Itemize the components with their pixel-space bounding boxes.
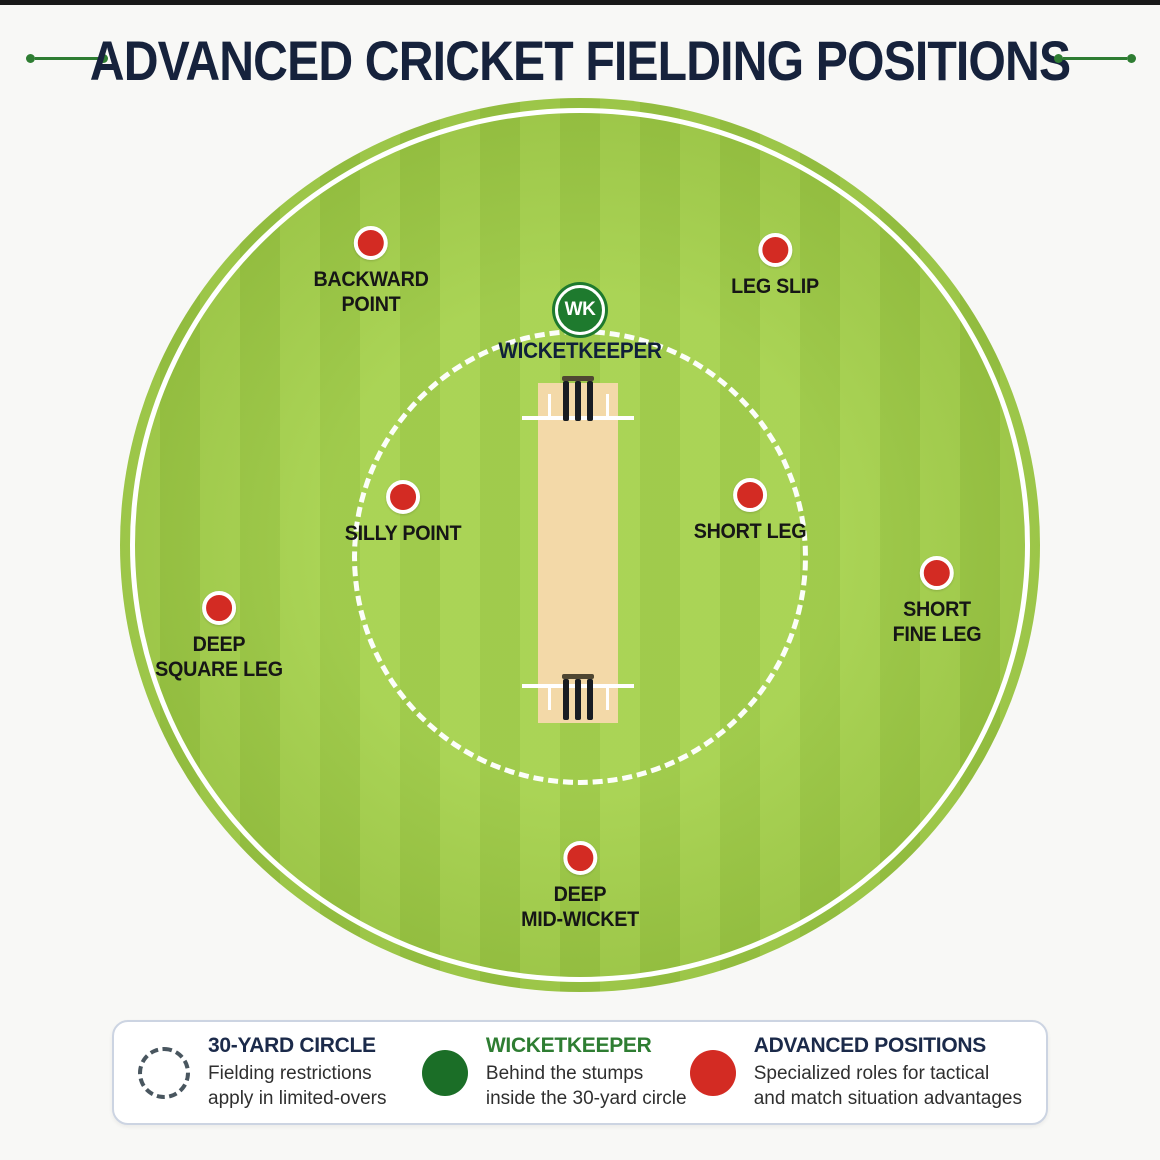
legend: 30-YARD CIRCLE Fielding restrictions app… [112, 1020, 1048, 1125]
bottom-stumps [563, 679, 593, 720]
position-dot-icon [201, 591, 236, 625]
legend-item-30-yard-circle: 30-YARD CIRCLE Fielding restrictions app… [138, 1034, 422, 1111]
legend-description: Fielding restrictions apply in limited-o… [208, 1063, 387, 1109]
position-silly-point: SILLY POINT [341, 480, 465, 546]
position-dot-icon [919, 556, 954, 590]
title-decoration-right [1054, 54, 1136, 63]
stump [587, 679, 593, 720]
page-title: ADVANCED CRICKET FIELDING POSITIONS [89, 28, 1071, 92]
legend-text: WICKETKEEPER Behind the stumps inside th… [486, 1034, 687, 1111]
stump [563, 679, 569, 720]
legend-text: ADVANCED POSITIONS Specialized roles for… [754, 1034, 1022, 1111]
legend-description: Specialized roles for tactical and match… [753, 1063, 1022, 1109]
legend-item-advanced-positions: ADVANCED POSITIONS Specialized roles for… [689, 1034, 1022, 1111]
top-stumps [563, 381, 593, 421]
wicketkeeper-marker: WK [555, 285, 605, 335]
legend-title: WICKETKEEPER [485, 1034, 652, 1057]
position-dot-icon [563, 841, 597, 875]
stump [587, 381, 593, 421]
cricket-pitch [538, 383, 618, 723]
position-dot-icon [386, 480, 420, 514]
decoration-line [1063, 57, 1127, 60]
position-label: DEEP MID-WICKET [521, 883, 639, 931]
dashed-circle-icon [138, 1046, 190, 1099]
top-bails [562, 376, 594, 381]
top-accent-bar [0, 0, 1160, 5]
legend-item-wicketkeeper: WICKETKEEPER Behind the stumps inside th… [421, 1034, 690, 1111]
decoration-dot-icon [1127, 54, 1136, 63]
legend-title: 30-YARD CIRCLE [208, 1034, 376, 1057]
position-label: SHORT LEG [693, 520, 807, 543]
stump [575, 679, 581, 720]
title-decoration-left [26, 54, 108, 63]
position-backward-point: BACKWARD POINT [310, 226, 432, 317]
wicketkeeper-label: WICKETKEEPER [498, 338, 662, 363]
position-leg-slip: LEG SLIP [728, 233, 821, 299]
decoration-dot-icon [26, 54, 35, 63]
decoration-dot-icon [99, 54, 108, 63]
position-label: SHORT FINE LEG [892, 598, 982, 646]
stump [575, 381, 581, 421]
position-dot-icon [353, 226, 388, 260]
wicketkeeper-dot-icon [421, 1049, 468, 1096]
bottom-crease-tick-right [606, 686, 609, 710]
top-crease-tick-right [606, 394, 609, 418]
decoration-line [35, 57, 99, 60]
legend-title: ADVANCED POSITIONS [753, 1034, 987, 1057]
position-dot-icon [758, 233, 792, 267]
stump [563, 381, 569, 421]
header: ADVANCED CRICKET FIELDING POSITIONS [0, 24, 1160, 96]
top-crease-tick-left [548, 394, 551, 418]
position-short-leg: SHORT LEG [690, 478, 810, 544]
position-label: SILLY POINT [344, 522, 462, 545]
position-deep-mid-wicket: DEEP MID-WICKET [517, 841, 642, 932]
wicketkeeper-abbr: WK [564, 299, 596, 320]
boundary-rope-ring [130, 108, 1030, 982]
position-deep-square-leg: DEEP SQUARE LEG [151, 591, 287, 682]
bottom-bails [562, 674, 594, 679]
position-label: BACKWARD POINT [313, 268, 429, 316]
position-dot-icon [733, 478, 767, 512]
advanced-positions-dot-icon [689, 1049, 736, 1096]
legend-description: Behind the stumps inside the 30-yard cir… [485, 1063, 687, 1109]
position-short-fine-leg: SHORT FINE LEG [890, 556, 984, 647]
decoration-dot-icon [1054, 54, 1063, 63]
legend-text: 30-YARD CIRCLE Fielding restrictions app… [208, 1034, 386, 1111]
bottom-crease-tick-left [548, 686, 551, 710]
position-label: LEG SLIP [731, 275, 819, 298]
position-label: DEEP SQUARE LEG [155, 633, 283, 681]
